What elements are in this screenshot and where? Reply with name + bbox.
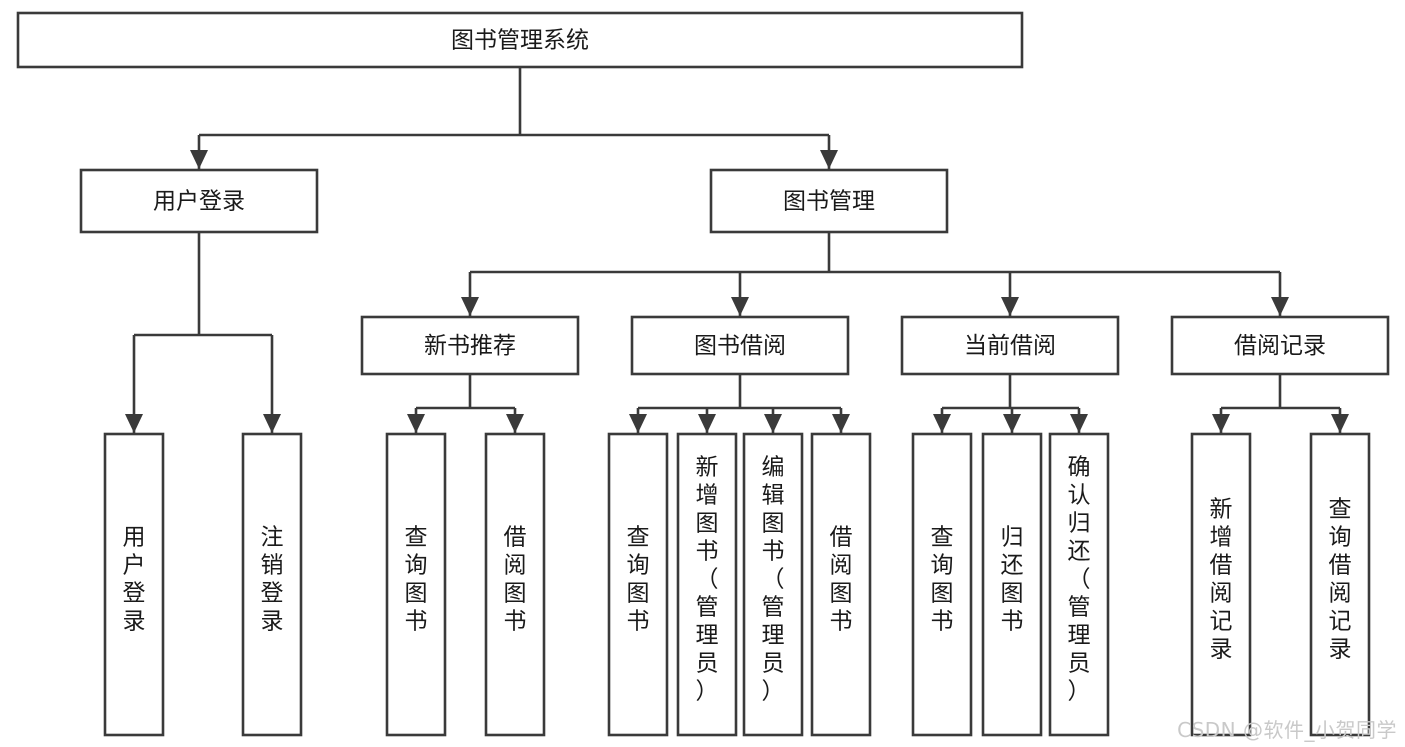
nodes-layer: 图书管理系统用户登录图书管理新书推荐图书借阅当前借阅借阅记录用户登录注销登录查询… [16, 11, 1390, 737]
connector-group-g-book-manage [461, 232, 1289, 316]
node-label: 查询借阅记录 [1329, 497, 1352, 663]
node-label: 当前借阅 [964, 333, 1056, 359]
node-root[interactable]: 图书管理系统 [16, 11, 1024, 69]
connector-group-g-root [190, 67, 838, 169]
node-label: 用户登录 [153, 189, 245, 215]
connector-group-g-borrow-record [1212, 374, 1349, 433]
node-label: 归还图书 [1001, 525, 1024, 635]
node-n-borrow-record[interactable]: 借阅记录 [1170, 315, 1390, 376]
csdn-watermark: CSDN @软件_小贺同学 [1177, 718, 1397, 742]
node-l-br-add-record[interactable]: 新增借阅记录 [1190, 432, 1252, 737]
node-label: 查询图书 [405, 525, 428, 635]
node-label: 借阅图书 [830, 525, 853, 635]
node-n-current-borrow[interactable]: 当前借阅 [900, 315, 1120, 376]
node-l-bb-borrow-book[interactable]: 借阅图书 [810, 432, 872, 737]
node-n-user-login[interactable]: 用户登录 [79, 168, 319, 234]
connectors-layer [125, 67, 1349, 433]
connector-group-g-book-borrow [629, 374, 850, 433]
connector-group-g-current-borrow [933, 374, 1088, 433]
node-label: 用户登录 [123, 525, 146, 635]
node-label: 查询图书 [627, 525, 650, 635]
node-label: 新书推荐 [424, 333, 516, 359]
node-n-new-book-rec[interactable]: 新书推荐 [360, 315, 580, 376]
connector-group-g-user-login [125, 232, 281, 433]
node-label: 图书管理 [783, 189, 875, 215]
node-l-rec-query-book[interactable]: 查询图书 [385, 432, 447, 737]
node-label: 注销登录 [261, 525, 284, 635]
node-label: 编辑图书（管理员） [762, 455, 785, 705]
node-l-cb-query-book[interactable]: 查询图书 [911, 432, 973, 737]
node-label: 新增借阅记录 [1210, 497, 1233, 663]
node-label: 新增图书（管理员） [696, 455, 719, 705]
node-label: 确认归还（管理员） [1068, 455, 1091, 705]
node-l-bb-query-book[interactable]: 查询图书 [607, 432, 669, 737]
node-n-book-borrow[interactable]: 图书借阅 [630, 315, 850, 376]
node-n-book-manage[interactable]: 图书管理 [709, 168, 949, 234]
node-l-user-login[interactable]: 用户登录 [103, 432, 165, 737]
node-label: 借阅记录 [1234, 333, 1326, 359]
node-label: 图书管理系统 [451, 28, 589, 54]
connector-group-g-new-book-rec [407, 374, 524, 433]
node-l-bb-edit-book[interactable]: 编辑图书（管理员） [742, 432, 804, 737]
node-label: 图书借阅 [694, 333, 786, 359]
node-l-cb-confirm-return[interactable]: 确认归还（管理员） [1048, 432, 1110, 737]
node-l-bb-add-book[interactable]: 新增图书（管理员） [676, 432, 738, 737]
node-l-cb-return-book[interactable]: 归还图书 [981, 432, 1043, 737]
node-l-rec-borrow-book[interactable]: 借阅图书 [484, 432, 546, 737]
node-l-user-logout[interactable]: 注销登录 [241, 432, 303, 737]
node-label: 借阅图书 [504, 525, 527, 635]
node-l-br-query-record[interactable]: 查询借阅记录 [1309, 432, 1371, 737]
node-label: 查询图书 [931, 525, 954, 635]
